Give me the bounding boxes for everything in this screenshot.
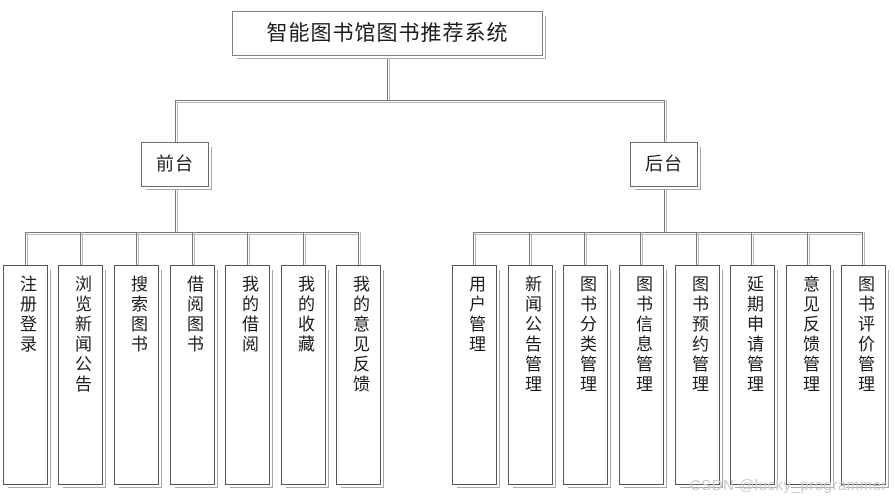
connector-backend-leaf-1 (529, 232, 532, 265)
leaf-node-news-management-label: 新闻公告管理 (521, 275, 541, 395)
connector-backend-leaf-0 (473, 232, 476, 265)
leaf-node-borrow-books-label: 借阅图书 (183, 275, 203, 355)
leaf-node-browse-news-label: 浏览新闻公告 (71, 275, 91, 395)
leaf-node-my-feedback-label: 我的意见反馈 (349, 275, 369, 395)
leaf-node-book-reservation-management: 图书预约管理 (675, 265, 720, 485)
connector-frontend-leaf-4 (247, 232, 250, 265)
connector-frontend-leaf-2 (136, 232, 139, 265)
leaf-node-extension-request-management: 延期申请管理 (730, 265, 775, 485)
connector-backend-leaf-bus (473, 232, 863, 235)
branch-node-backend: 后台 (630, 142, 698, 187)
leaf-node-book-category-management: 图书分类管理 (563, 265, 608, 485)
leaf-node-feedback-management-label: 意见反馈管理 (799, 275, 819, 395)
connector-frontend-leaf-0 (25, 232, 28, 265)
leaf-node-extension-request-management-label: 延期申请管理 (743, 275, 763, 395)
root-node-system-title: 智能图书馆图书推荐系统 (232, 11, 543, 56)
branch-node-frontend-label: 前台 (156, 153, 194, 175)
leaf-node-book-review-management-label: 图书评价管理 (854, 275, 874, 395)
leaf-node-register-login-label: 注册登录 (16, 275, 36, 355)
leaf-node-my-borrowings-label: 我的借阅 (238, 275, 258, 355)
connector-drop-frontend (175, 100, 178, 142)
branch-node-backend-label: 后台 (645, 153, 683, 175)
leaf-node-borrow-books: 借阅图书 (170, 265, 215, 485)
leaf-node-news-management: 新闻公告管理 (508, 265, 553, 485)
connector-frontend-leaf-6 (358, 232, 361, 265)
connector-root-stem (387, 56, 390, 100)
connector-drop-backend (664, 100, 667, 142)
connector-backend-leaf-4 (696, 232, 699, 265)
connector-backend-leaf-2 (584, 232, 587, 265)
connector-backend-leaf-6 (807, 232, 810, 265)
connector-frontend-leaf-1 (80, 232, 83, 265)
leaf-node-book-info-management-label: 图书信息管理 (632, 275, 652, 395)
connector-frontend-leaf-3 (192, 232, 195, 265)
leaf-node-my-favorites: 我的收藏 (281, 265, 326, 485)
connector-level2-bus (175, 100, 664, 103)
leaf-node-search-books: 搜索图书 (114, 265, 159, 485)
connector-backend-stem (664, 187, 667, 232)
connector-backend-leaf-7 (862, 232, 865, 265)
leaf-node-my-favorites-label: 我的收藏 (294, 275, 314, 355)
leaf-node-book-info-management: 图书信息管理 (619, 265, 664, 485)
leaf-node-book-category-management-label: 图书分类管理 (576, 275, 596, 395)
connector-backend-leaf-3 (640, 232, 643, 265)
leaf-node-register-login: 注册登录 (3, 265, 48, 485)
leaf-node-user-management: 用户管理 (452, 265, 497, 485)
root-node-label: 智能图书馆图书推荐系统 (266, 21, 509, 46)
leaf-node-browse-news: 浏览新闻公告 (58, 265, 103, 485)
leaf-node-feedback-management: 意见反馈管理 (786, 265, 831, 485)
leaf-node-search-books-label: 搜索图书 (127, 275, 147, 355)
connector-frontend-stem (175, 187, 178, 232)
connector-backend-leaf-5 (751, 232, 754, 265)
leaf-node-book-reservation-management-label: 图书预约管理 (688, 275, 708, 395)
connector-frontend-leaf-5 (303, 232, 306, 265)
branch-node-frontend: 前台 (141, 142, 209, 187)
leaf-node-my-feedback: 我的意见反馈 (336, 265, 381, 485)
leaf-node-book-review-management: 图书评价管理 (841, 265, 886, 485)
leaf-node-user-management-label: 用户管理 (465, 275, 485, 355)
leaf-node-my-borrowings: 我的借阅 (225, 265, 270, 485)
